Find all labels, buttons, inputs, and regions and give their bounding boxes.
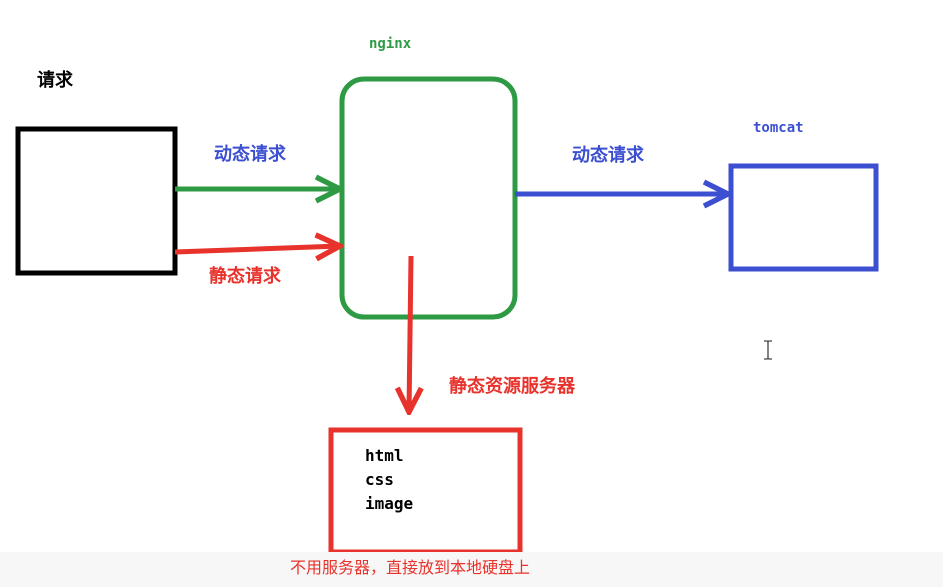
static-server-box [328,427,523,555]
static-resource-arrow [409,255,411,412]
caption-bar [0,552,943,587]
nginx-label: nginx [369,36,412,52]
request-label: 请求 [37,70,73,91]
static-request-arrow [174,246,340,252]
static-request-label: 静态请求 [209,266,281,287]
tomcat-label: tomcat [753,120,804,136]
caption-text: 不用服务器，直接放到本地硬盘上 [290,558,531,577]
resource-image: image [365,494,414,513]
dynamic-request-label-left: 动态请求 [214,144,286,165]
dynamic-request-label-right: 动态请求 [572,145,644,166]
text-cursor-icon [764,340,772,360]
static-resource-server-label: 静态资源服务器 [449,376,575,397]
tomcat-box [728,163,879,272]
client-box [15,126,178,276]
resource-html: html [365,446,404,465]
nginx-box [339,76,518,320]
resource-css: css [365,470,394,489]
